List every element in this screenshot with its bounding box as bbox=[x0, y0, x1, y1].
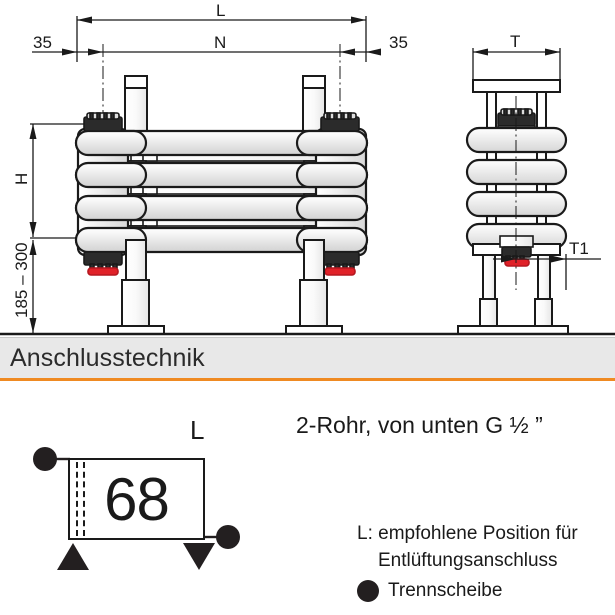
radiator-drawing-svg bbox=[0, 16, 615, 336]
side-top-bar bbox=[472, 79, 561, 93]
connection-position-label: L bbox=[190, 415, 205, 445]
front-valve-top-left bbox=[83, 112, 123, 132]
connection-box-value: 68 bbox=[104, 465, 170, 533]
trennscheibe-dot-top-left bbox=[33, 447, 57, 471]
dimension-label-right-offset: 35 bbox=[389, 33, 408, 52]
dimension-label-left-offset: 35 bbox=[33, 33, 52, 52]
connection-box bbox=[68, 458, 205, 540]
front-valve-top-right bbox=[320, 112, 360, 132]
arrow-leg-top bbox=[29, 240, 37, 255]
flow-arrow-supply-up bbox=[57, 543, 89, 570]
dimension-label-H: H bbox=[12, 172, 31, 185]
legend-line-3: Trennscheibe bbox=[388, 580, 503, 601]
dimension-label-T1: T1 bbox=[569, 239, 589, 258]
front-valve-bottom-right bbox=[320, 251, 360, 276]
arrow-N-right bbox=[340, 48, 355, 56]
dimension-label-T: T bbox=[510, 32, 521, 51]
arrow-T1-right bbox=[551, 255, 566, 263]
seal-red-left bbox=[87, 267, 119, 276]
section-title: Anschlusstechnik bbox=[10, 343, 205, 372]
section-header-bar: Anschlusstechnik bbox=[0, 337, 615, 379]
section-accent-rule bbox=[0, 378, 615, 381]
arrow-T-left bbox=[473, 48, 488, 56]
arrow-35-left bbox=[62, 48, 77, 56]
dimension-label-L: L bbox=[216, 1, 226, 20]
front-top-post-right bbox=[302, 75, 326, 135]
arrow-T-right bbox=[545, 48, 560, 56]
arrow-N-left bbox=[88, 48, 103, 56]
front-top-post-left bbox=[124, 75, 148, 135]
separator-dashed-line-2 bbox=[83, 462, 85, 536]
separator-dashed-line-1 bbox=[76, 462, 78, 536]
seal-red-right bbox=[324, 267, 356, 276]
arrow-35-right bbox=[366, 48, 381, 56]
arrow-H-bottom bbox=[29, 222, 37, 237]
side-leg-right bbox=[534, 254, 553, 331]
arrow-T1-left bbox=[501, 255, 516, 263]
legend-trennscheibe-dot bbox=[357, 580, 379, 602]
dimension-length-L bbox=[76, 16, 367, 62]
trennscheibe-dot-bottom-right bbox=[216, 525, 240, 549]
flow-arrow-return-down bbox=[183, 543, 215, 570]
arrow-L-right bbox=[351, 16, 366, 24]
front-tube-row bbox=[74, 129, 369, 254]
front-valve-bottom-left bbox=[83, 251, 123, 276]
connection-type-text: 2-Rohr, von unten G ½ ” bbox=[296, 412, 543, 438]
legend-line-1: L: empfohlene Position für bbox=[357, 523, 578, 544]
front-leg-right bbox=[285, 239, 343, 335]
arrow-leg-bottom bbox=[29, 318, 37, 333]
arrow-H-top bbox=[29, 124, 37, 139]
dimension-label-N: N bbox=[214, 33, 227, 52]
side-leg-left bbox=[479, 254, 498, 331]
legend-line-2: Entlüftungsanschluss bbox=[378, 550, 558, 571]
arrow-L-left bbox=[77, 16, 92, 24]
dimension-label-leg-range: 185 – 300 bbox=[12, 242, 31, 318]
technical-drawing-area: L N 35 35 H 185 – 300 T T1 bbox=[0, 0, 615, 337]
front-leg-left bbox=[107, 239, 165, 335]
